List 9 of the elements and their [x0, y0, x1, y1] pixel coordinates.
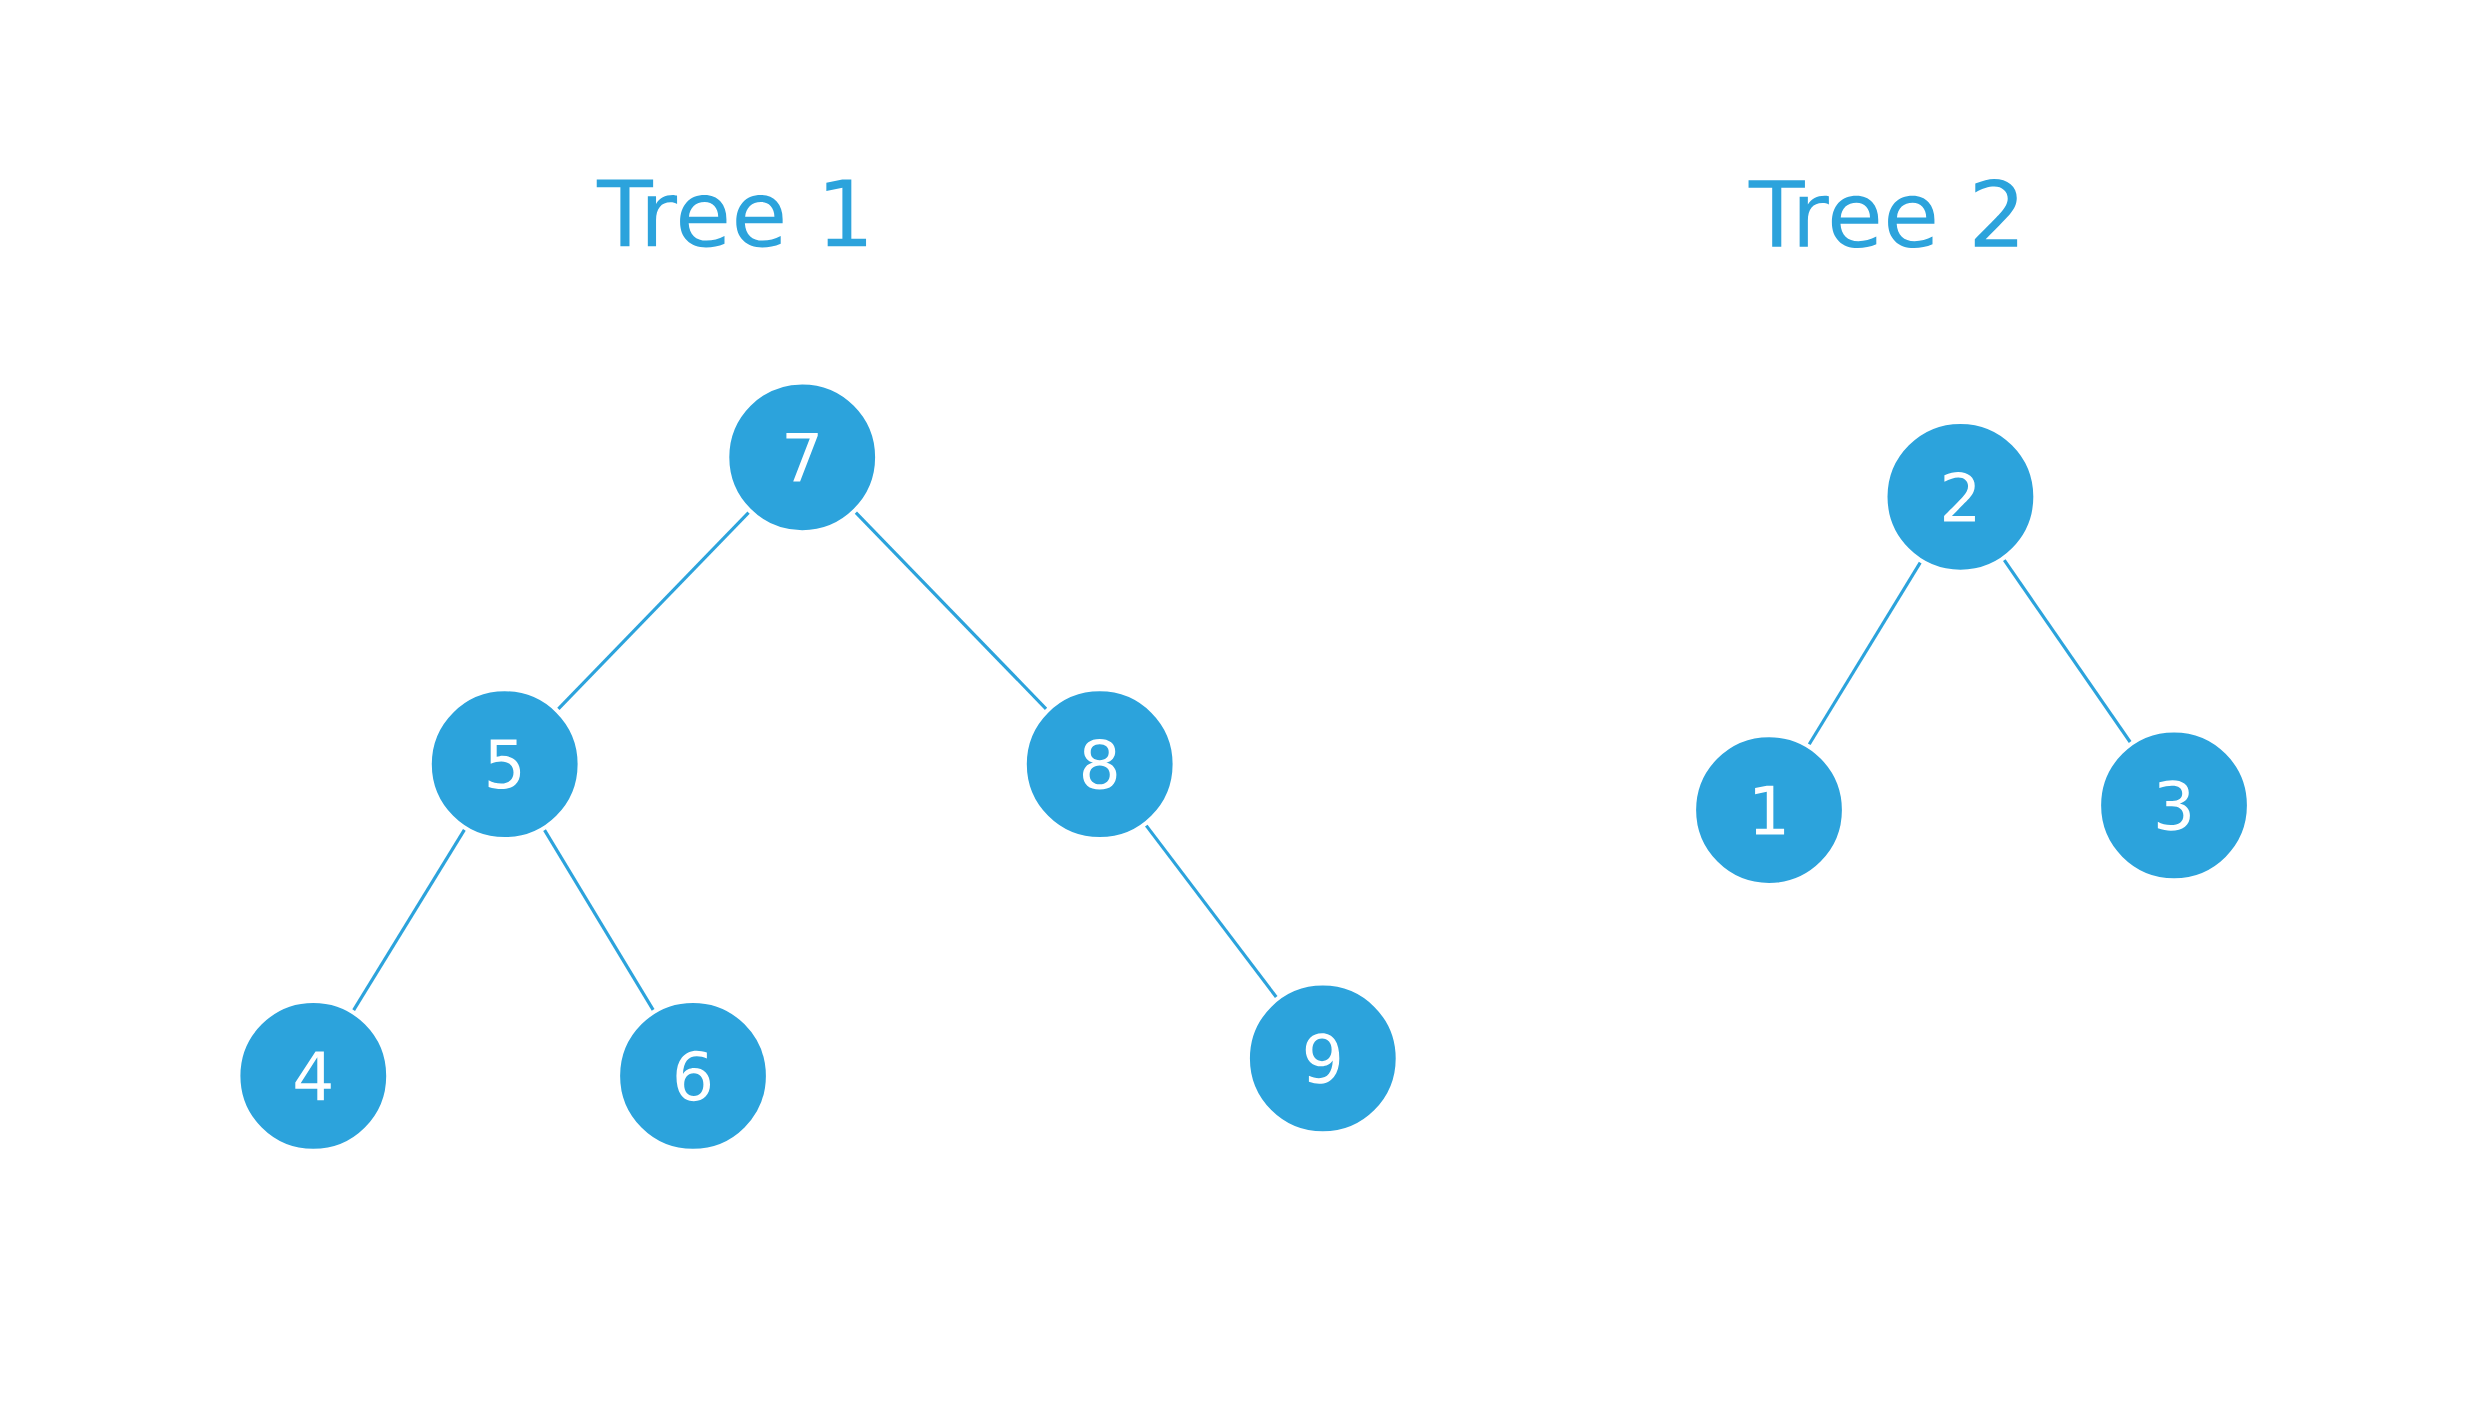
- connector-line: [557, 511, 750, 710]
- connector-line: [2003, 559, 2132, 743]
- tree-title: Tree 1: [596, 179, 867, 248]
- connector-line: [1145, 824, 1278, 998]
- connector-line: [543, 829, 655, 1011]
- connector-line: [1807, 561, 1922, 746]
- connector-line: [854, 511, 1048, 710]
- connector-line: [352, 829, 466, 1011]
- tree-title: Tree 2: [1748, 179, 2018, 249]
